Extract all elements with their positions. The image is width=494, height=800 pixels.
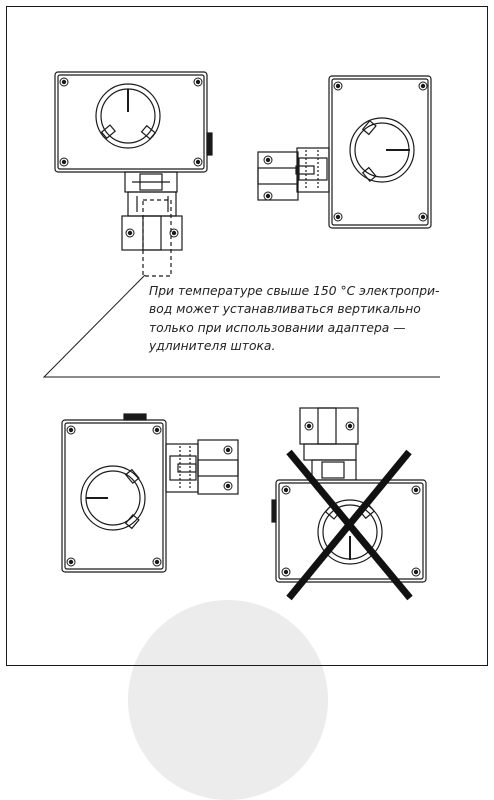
actuator-horizontal-left-diagram (61, 413, 239, 573)
note-line-2: вод может устанавливаться вертикально (149, 302, 421, 317)
installation-note: При температуре свыше 150 °С электропри-… (149, 282, 449, 356)
note-line-3: только при использовании адаптера — (149, 320, 406, 335)
actuator-vertical-diagram (54, 71, 213, 277)
note-line-4: удлинителя штока. (149, 339, 276, 354)
installation-diagrams (42, 71, 440, 601)
prohibited-cross-icon (286, 449, 413, 601)
leader-line (42, 274, 440, 378)
actuator-inverted-diagram (271, 407, 427, 583)
note-line-1: При температуре свыше 150 °С электропри- (149, 284, 440, 298)
actuator-horizontal-right-diagram (257, 75, 432, 229)
